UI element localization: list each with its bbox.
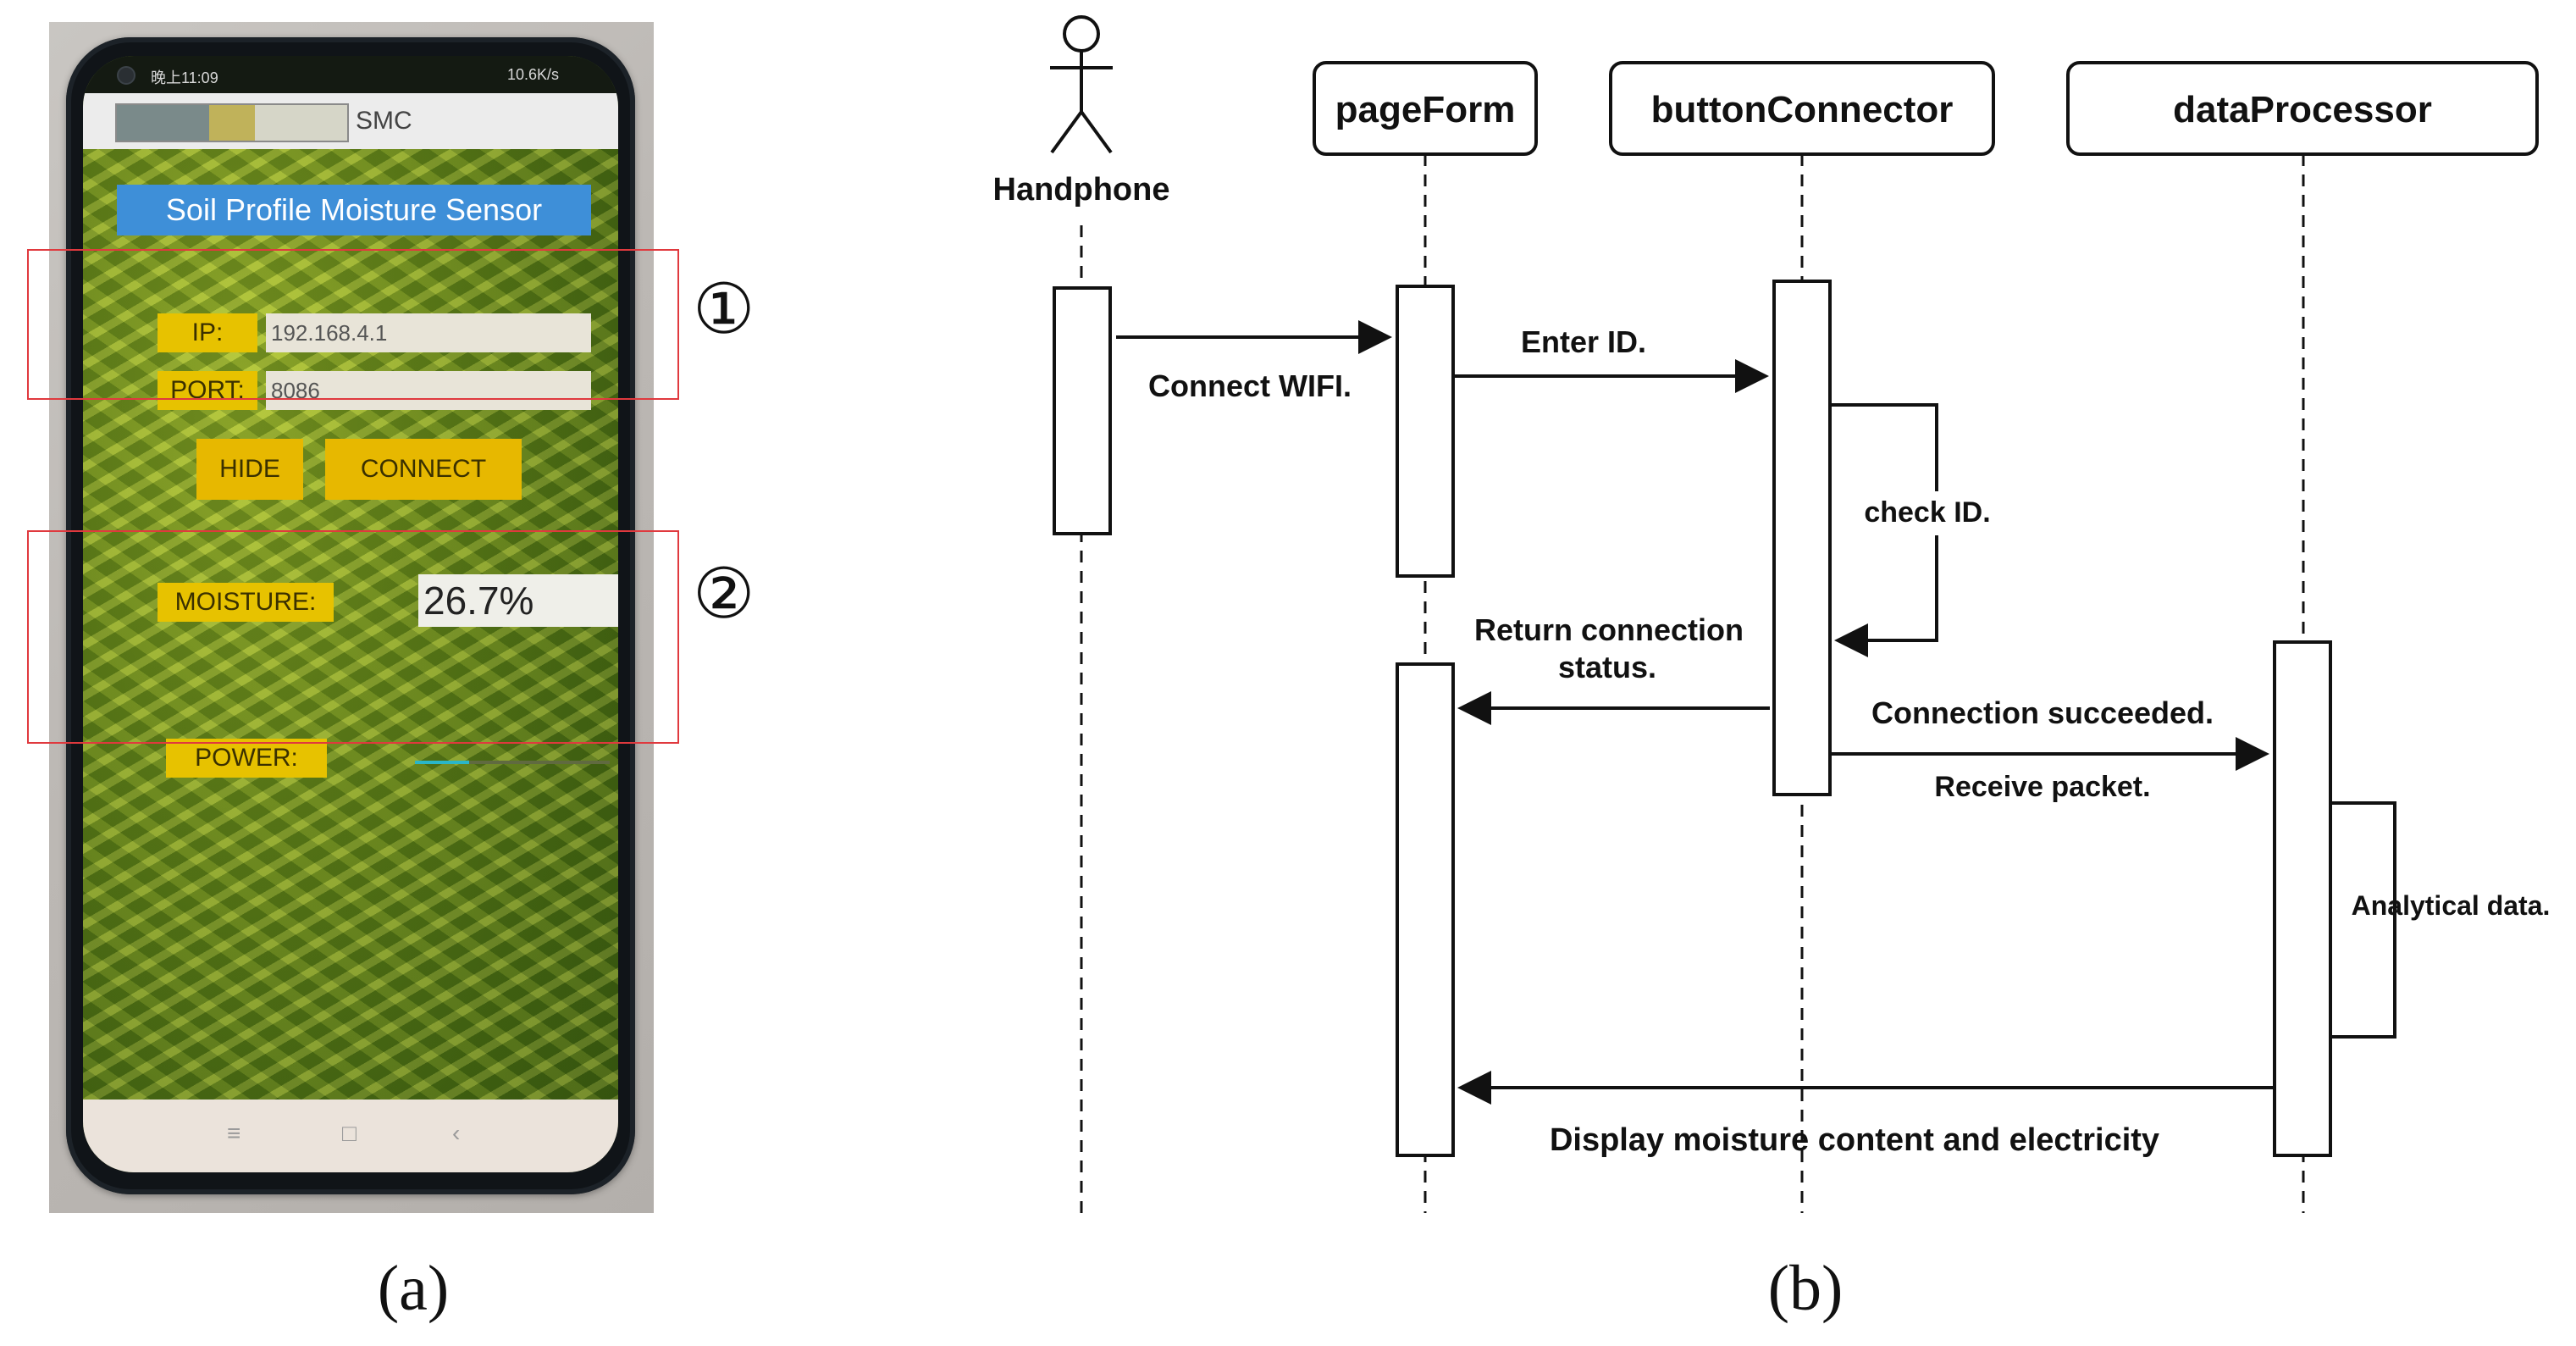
label-display-moisture: Display moisture content and electricity <box>1550 1122 2159 1158</box>
activation-dataprocessor <box>2273 640 2332 1157</box>
connect-button[interactable]: CONNECT <box>325 439 522 500</box>
panel-label-a: (a) <box>377 1253 450 1324</box>
highlight-box-2 <box>27 530 679 744</box>
power-progress-fill <box>415 761 470 764</box>
label-connection-succeeded: Connection succeeded. <box>1871 695 2214 730</box>
nav-menu-icon[interactable]: ≡ <box>227 1120 241 1146</box>
label-connect-wifi: Connect WIFI. <box>1148 368 1352 403</box>
activation-buttonconnector <box>1772 280 1832 796</box>
app-logo <box>115 103 349 142</box>
app-name: SMC <box>356 107 412 135</box>
actor-label: Handphone <box>993 172 1170 208</box>
activation-pageform-2 <box>1396 662 1455 1157</box>
participant-dataprocessor-box <box>2066 61 2539 156</box>
participant-buttonconnector: buttonConnector <box>1651 89 1954 130</box>
status-bar: 晚上11:09 10.6K/s <box>83 56 618 93</box>
participant-pageform: pageForm <box>1335 89 1516 130</box>
ip-label: IP: <box>158 313 257 352</box>
moisture-label: MOISTURE: <box>158 583 334 622</box>
ip-input[interactable]: 192.168.4.1 <box>266 313 591 352</box>
app-heading: Soil Profile Moisture Sensor <box>117 185 591 235</box>
panel-label-b: (b) <box>1767 1253 1844 1324</box>
arrow-analytical-self <box>2330 801 2396 1039</box>
label-return-status-line1: Return connection <box>1474 612 1744 647</box>
label-return-status-line2: status. <box>1558 650 1656 684</box>
label-check-id: check ID. <box>1864 496 1990 529</box>
phone-photo: 晚上11:09 10.6K/s SMC Soil Profile Moistur… <box>49 22 654 1213</box>
marker-2: ② <box>693 554 755 634</box>
port-input[interactable]: 8086 <box>266 371 591 410</box>
power-progress-bar <box>415 761 610 764</box>
actor-stick-figure-icon <box>1050 15 1113 154</box>
participant-dataprocessor: dataProcessor <box>2173 89 2432 130</box>
android-nav-bar: ≡ □ ‹ <box>83 1100 618 1172</box>
hide-button[interactable]: HIDE <box>196 439 303 500</box>
phone-screen: 晚上11:09 10.6K/s SMC Soil Profile Moistur… <box>83 56 618 1172</box>
participant-pageform-box <box>1313 61 1538 156</box>
front-camera <box>117 66 135 85</box>
highlight-box-1 <box>27 249 679 400</box>
app-titlebar: SMC <box>83 93 618 149</box>
status-time: 晚上11:09 <box>151 69 218 86</box>
nav-back-icon[interactable]: ‹ <box>452 1120 461 1146</box>
status-network-speed: 10.6K/s <box>506 66 559 83</box>
activation-pageform-1 <box>1396 285 1455 578</box>
label-receive-packet: Receive packet. <box>1934 771 2150 803</box>
phone-body: 晚上11:09 10.6K/s SMC Soil Profile Moistur… <box>66 37 635 1194</box>
moisture-value: 26.7% <box>418 574 618 627</box>
power-label: POWER: <box>166 739 327 778</box>
label-enter-id: Enter ID. <box>1521 324 1646 359</box>
participant-buttonconnector-box <box>1609 61 1995 156</box>
marker-1: ① <box>693 269 755 350</box>
nav-home-icon[interactable]: □ <box>342 1120 357 1146</box>
label-analytical-data: Analytical data. <box>2352 890 2551 921</box>
activation-handphone <box>1053 286 1112 535</box>
